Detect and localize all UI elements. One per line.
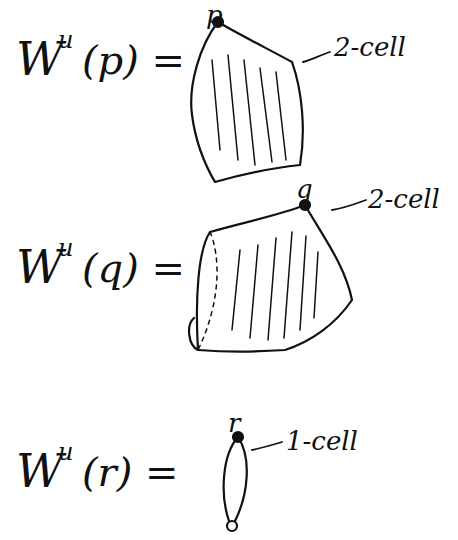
superscript: u [58,440,73,464]
symbol-w: W [16,448,63,494]
cell-label: 2-cell [334,34,406,60]
hatching [232,232,318,340]
argument: (p) = [82,40,185,80]
cell-label: 1-cell [286,428,358,454]
superscript: u [58,28,73,52]
leader-line [303,52,330,62]
superscript: u [58,236,73,260]
two-cell-hidden-end [198,232,217,350]
point-label: r [228,410,240,436]
hatching [212,55,286,165]
argument: (q) = [82,248,185,288]
one-cell-loop [224,437,247,521]
leader-line [252,442,282,450]
two-cell-outline [198,205,352,352]
point-label: p [206,2,223,28]
point-label: q [296,176,313,202]
two-cell-outline [191,22,303,182]
symbol-w: W [16,244,63,290]
symbol-w: W [16,36,63,82]
leader-line [332,200,366,210]
cell-label: 2-cell [368,186,440,212]
two-cell-end [189,232,210,350]
endpoint-circle [227,521,237,531]
argument: (r) = [82,452,179,492]
